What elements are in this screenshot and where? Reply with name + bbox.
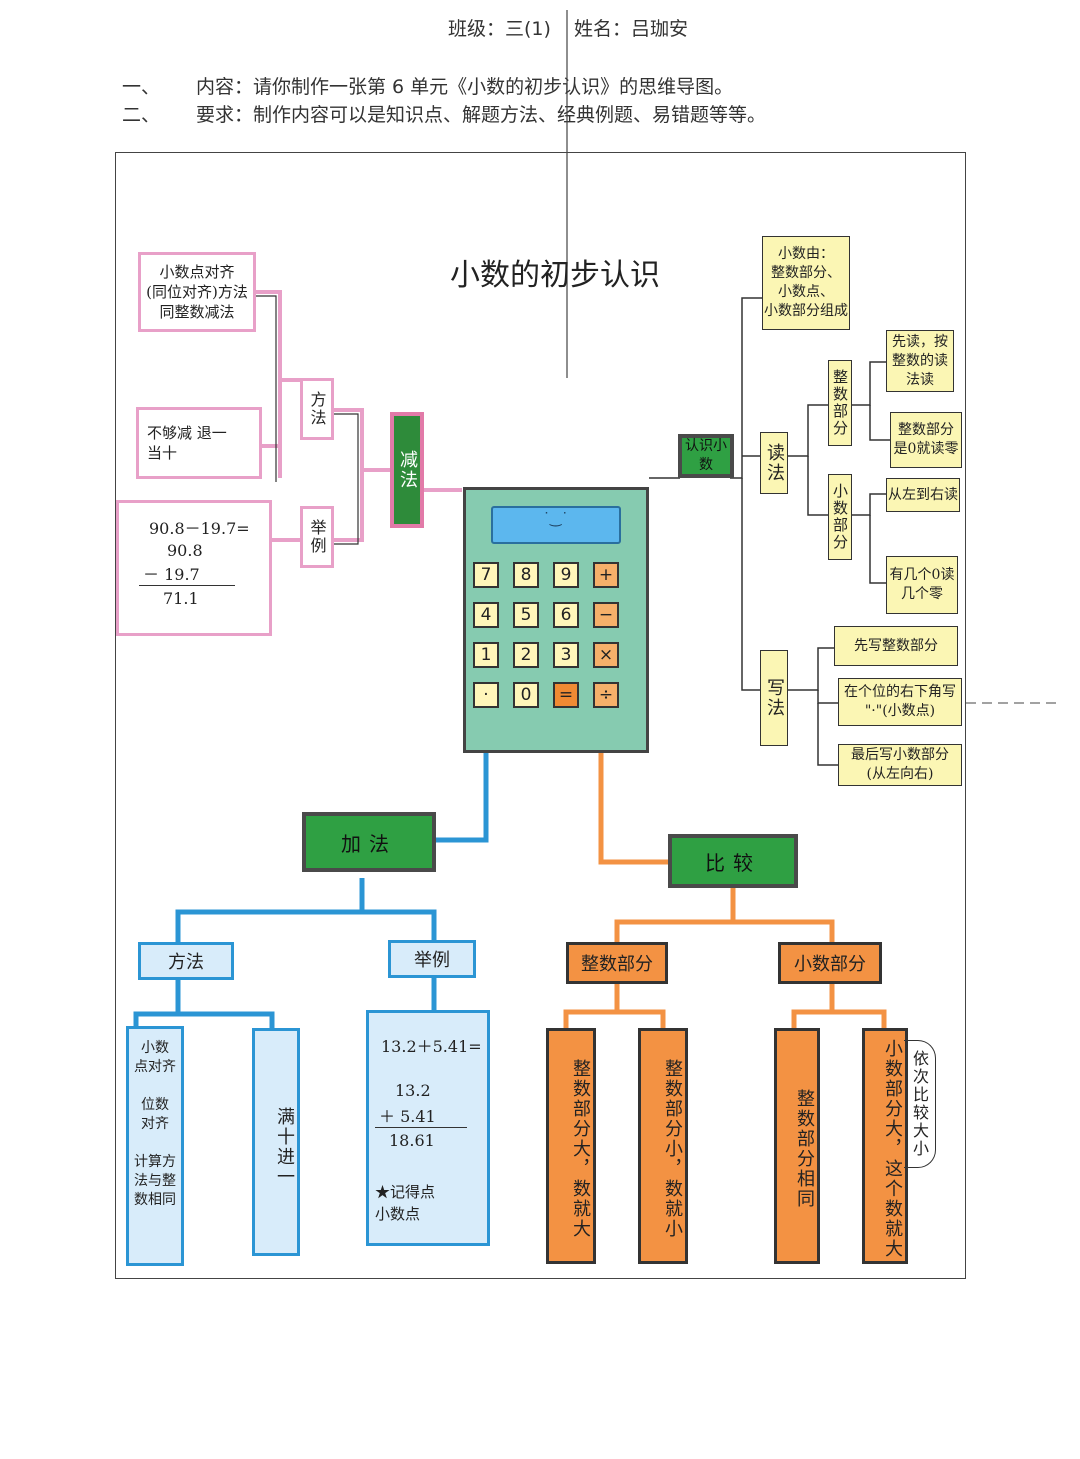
comparison-integer-column-2: 整数部分小，数就小 [638,1028,688,1264]
calculator-key: 0 [513,682,539,708]
addition-example-line-3: ＋ 5.41 [379,1107,436,1126]
subtraction-example-line-3: － 19.7 [143,565,200,584]
addition-example-label: 举例 [388,940,476,978]
writing-note-3: 最后写小数部分 (从左向右) [838,744,962,786]
calculator-key: + [593,562,619,588]
calculator-key: 8 [513,562,539,588]
integer-part-reading-label: 整数部分 [828,360,852,446]
integer-reading-note-2: 整数部分 是0就读零 [890,412,962,468]
calculator-key: · [473,682,499,708]
comparison-decimal-column-2: 小数部分大，这个数就大 [862,1028,908,1264]
subtraction-method-label: 方法 [300,378,334,440]
calculator-key: 1 [473,642,499,668]
addition-method-label: 方法 [138,942,234,980]
comparison-label: 比较 [668,834,798,888]
composition-note: 小数由： 整数部分、 小数点、 小数部分组成 [762,236,850,330]
calculator-key: 7 [473,562,499,588]
writing-label: 写法 [760,650,788,746]
calculator-key: 5 [513,602,539,628]
instruction-2-text: 要求：制作内容可以是知识点、解题方法、经典例题、易错题等等。 [196,104,767,126]
comparison-decimal-label: 小数部分 [778,942,882,984]
subtraction-example-line-4: 71.1 [163,589,199,608]
subtraction-example-box: 90.8－19.7= 90.8 － 19.7 71.1 [116,500,272,636]
calculator-key: = [553,682,579,708]
comparison-integer-label: 整数部分 [566,942,668,984]
instruction-2-number: 二、 [122,104,161,126]
comparison-decimal-column-1: 整数部分相同 [774,1028,820,1264]
comparison-integer-column-1: 整数部分大，数就大 [546,1028,596,1264]
addition-example-note: ★记得点 小数点 [375,1183,436,1223]
addition-example-line-2: 13.2 [395,1081,431,1100]
subtraction-method-note-2: 不够减 退一 当十 [136,407,262,479]
calculator-key: 3 [553,642,579,668]
calculator-screen: ˙‿˙ [491,506,621,544]
calculator-key: × [593,642,619,668]
smiley-icon: ˙‿˙ [543,511,569,527]
mindmap-frame [115,152,966,1279]
subtraction-example-line-1: 90.8－19.7= [149,519,250,538]
addition-example-box: 13.2＋5.41= 13.2 ＋ 5.41 18.61 ★记得点 小数点 [366,1010,490,1246]
instruction-1-number: 一、 [122,76,161,98]
comparison-decimal-note: 依次比较大小 [904,1040,936,1168]
addition-method-column-1: 小数 点对齐 位数 对齐 计算方 法与整 数相同 [126,1026,184,1266]
calculator-key: 9 [553,562,579,588]
decimal-reading-note-2: 有几个0读 几个零 [886,556,958,614]
subtraction-example-label: 举例 [300,506,334,568]
addition-example-line-4: 18.61 [389,1131,435,1150]
subtraction-example-line-2: 90.8 [167,541,203,560]
calculator-key: − [593,602,619,628]
calculator-key: 6 [553,602,579,628]
subtraction-label: 减法 [390,412,424,528]
subtraction-method-note-1: 小数点对齐 (同位对齐)方法 同整数减法 [138,252,256,332]
integer-reading-note-1: 先读，按 整数的读 法读 [886,330,954,392]
subtraction-example-rule [139,585,235,586]
mindmap-title: 小数的初步认识 [450,258,660,293]
calculator-key: 4 [473,602,499,628]
instruction-1-text: 内容：请你制作一张第 6 单元《小数的初步认识》的思维导图。 [196,76,734,98]
class-label: 班级：三(1) [448,18,551,40]
addition-example-line-1: 13.2＋5.41= [381,1037,482,1056]
addition-method-column-2: 满十进一 [252,1028,300,1256]
understanding-label: 认识小数 [678,434,734,478]
addition-label: 加法 [302,812,436,872]
calculator-key: ÷ [593,682,619,708]
writing-note-1: 先写整数部分 [834,626,958,666]
reading-label: 读法 [760,432,788,494]
decimal-part-reading-label: 小数部分 [828,474,852,560]
addition-example-rule [375,1127,467,1128]
decimal-reading-note-1: 从左到右读 [886,478,960,512]
writing-note-2: 在个位的右下角写 "·"(小数点) [838,678,962,726]
calculator-key: 2 [513,642,539,668]
student-name-label: 姓名：吕珈安 [574,18,689,40]
